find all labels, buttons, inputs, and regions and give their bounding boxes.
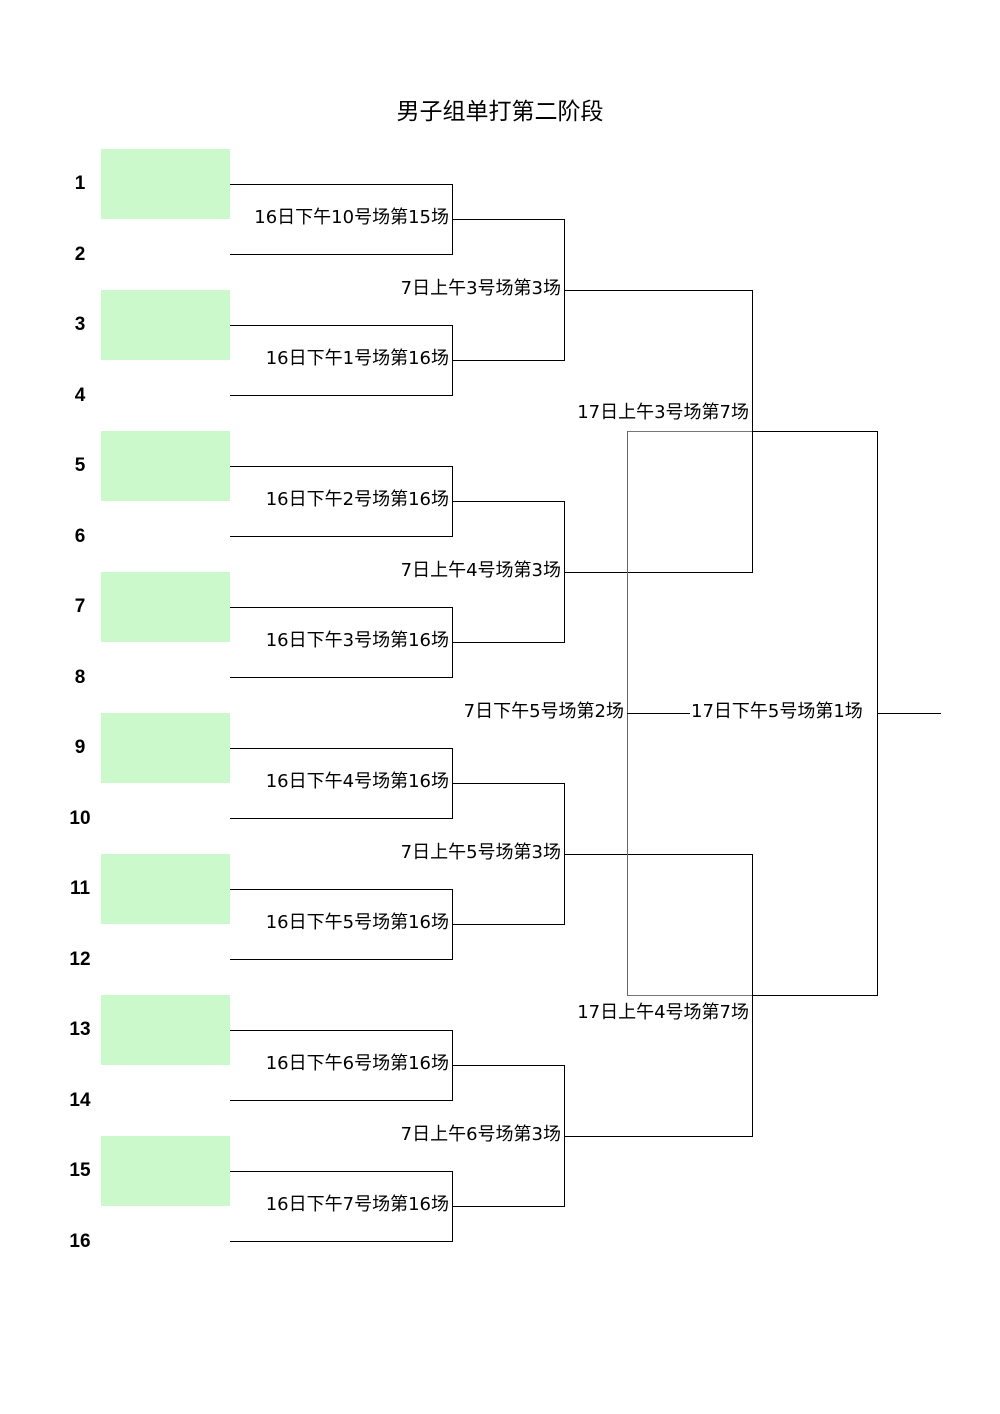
match-label-r1: 16日下午5号场第16场 bbox=[264, 912, 450, 934]
bracket-line bbox=[564, 572, 753, 573]
bracket-line bbox=[752, 995, 878, 996]
bracket-line bbox=[752, 431, 878, 432]
match-label-r1: 16日下午10号场第15场 bbox=[253, 207, 450, 229]
bracket-line bbox=[230, 1030, 453, 1031]
match-label-r2: 7日上午5号场第3场 bbox=[399, 842, 562, 864]
page-title: 男子组单打第二阶段 bbox=[396, 99, 604, 125]
slot-number: 7 bbox=[74, 596, 86, 617]
slot-number: 16 bbox=[69, 1231, 91, 1252]
match-label-r1: 16日下午3号场第16场 bbox=[264, 630, 450, 652]
match-label-semifinal: 17日上午3号场第7场 bbox=[576, 402, 750, 424]
bracket-line bbox=[230, 466, 453, 467]
bracket-line bbox=[627, 713, 691, 714]
bracket-line bbox=[564, 854, 753, 855]
bracket-line bbox=[452, 219, 565, 220]
bracket-line bbox=[452, 783, 565, 784]
bracket-line bbox=[627, 995, 753, 996]
match-label-third-place: 7日下午5号场第2场 bbox=[462, 701, 625, 723]
match-label-final: 17日下午5号场第1场 bbox=[690, 701, 864, 723]
slot-number: 15 bbox=[69, 1160, 91, 1181]
match-label-r1: 16日下午4号场第16场 bbox=[264, 771, 450, 793]
slot-number: 2 bbox=[74, 244, 86, 265]
bracket-line bbox=[230, 254, 453, 255]
bracket-line bbox=[627, 431, 753, 432]
bracket-line bbox=[230, 1100, 453, 1101]
match-label-semifinal: 17日上午4号场第7场 bbox=[576, 1002, 750, 1024]
match-label-r1: 16日下午2号场第16场 bbox=[264, 489, 450, 511]
slot-number: 6 bbox=[74, 526, 86, 547]
seed-box bbox=[101, 431, 230, 501]
bracket-line bbox=[877, 713, 941, 714]
bracket-line bbox=[230, 536, 453, 537]
bracket-line bbox=[230, 818, 453, 819]
bracket-line bbox=[230, 325, 453, 326]
bracket-line bbox=[230, 1171, 453, 1172]
bracket-line bbox=[230, 748, 453, 749]
seed-box bbox=[101, 572, 230, 642]
match-label-r2: 7日上午3号场第3场 bbox=[399, 278, 562, 300]
match-label-r2: 7日上午6号场第3场 bbox=[399, 1124, 562, 1146]
bracket-line bbox=[452, 360, 565, 361]
slot-number: 1 bbox=[74, 173, 86, 194]
match-label-r1: 16日下午1号场第16场 bbox=[264, 348, 450, 370]
slot-number: 5 bbox=[74, 455, 86, 476]
bracket-line bbox=[230, 677, 453, 678]
bracket-line bbox=[452, 642, 565, 643]
bracket-line bbox=[564, 290, 753, 291]
slot-number: 9 bbox=[74, 737, 86, 758]
slot-number: 10 bbox=[69, 808, 91, 829]
slot-number: 12 bbox=[69, 949, 91, 970]
seed-box bbox=[101, 854, 230, 924]
bracket-line bbox=[452, 1206, 565, 1207]
match-label-r1: 16日下午6号场第16场 bbox=[264, 1053, 450, 1075]
match-label-r1: 16日下午7号场第16场 bbox=[264, 1194, 450, 1216]
bracket-line bbox=[452, 924, 565, 925]
seed-box bbox=[101, 713, 230, 783]
slot-number: 8 bbox=[74, 667, 86, 688]
bracket-line bbox=[230, 395, 453, 396]
bracket-line bbox=[452, 1065, 565, 1066]
seed-box bbox=[101, 149, 230, 219]
slot-number: 11 bbox=[69, 878, 91, 899]
match-label-r2: 7日上午4号场第3场 bbox=[399, 560, 562, 582]
bracket-line bbox=[230, 889, 453, 890]
seed-box bbox=[101, 1136, 230, 1206]
seed-box bbox=[101, 995, 230, 1065]
slot-number: 14 bbox=[69, 1090, 91, 1111]
bracket-line bbox=[230, 184, 453, 185]
seed-box bbox=[101, 290, 230, 360]
bracket-line bbox=[452, 501, 565, 502]
bracket-line bbox=[230, 959, 453, 960]
bracket-line bbox=[230, 607, 453, 608]
bracket-line bbox=[230, 1241, 453, 1242]
slot-number: 3 bbox=[74, 314, 86, 335]
slot-number: 4 bbox=[74, 385, 86, 406]
bracket-line bbox=[564, 1136, 753, 1137]
slot-number: 13 bbox=[69, 1019, 91, 1040]
